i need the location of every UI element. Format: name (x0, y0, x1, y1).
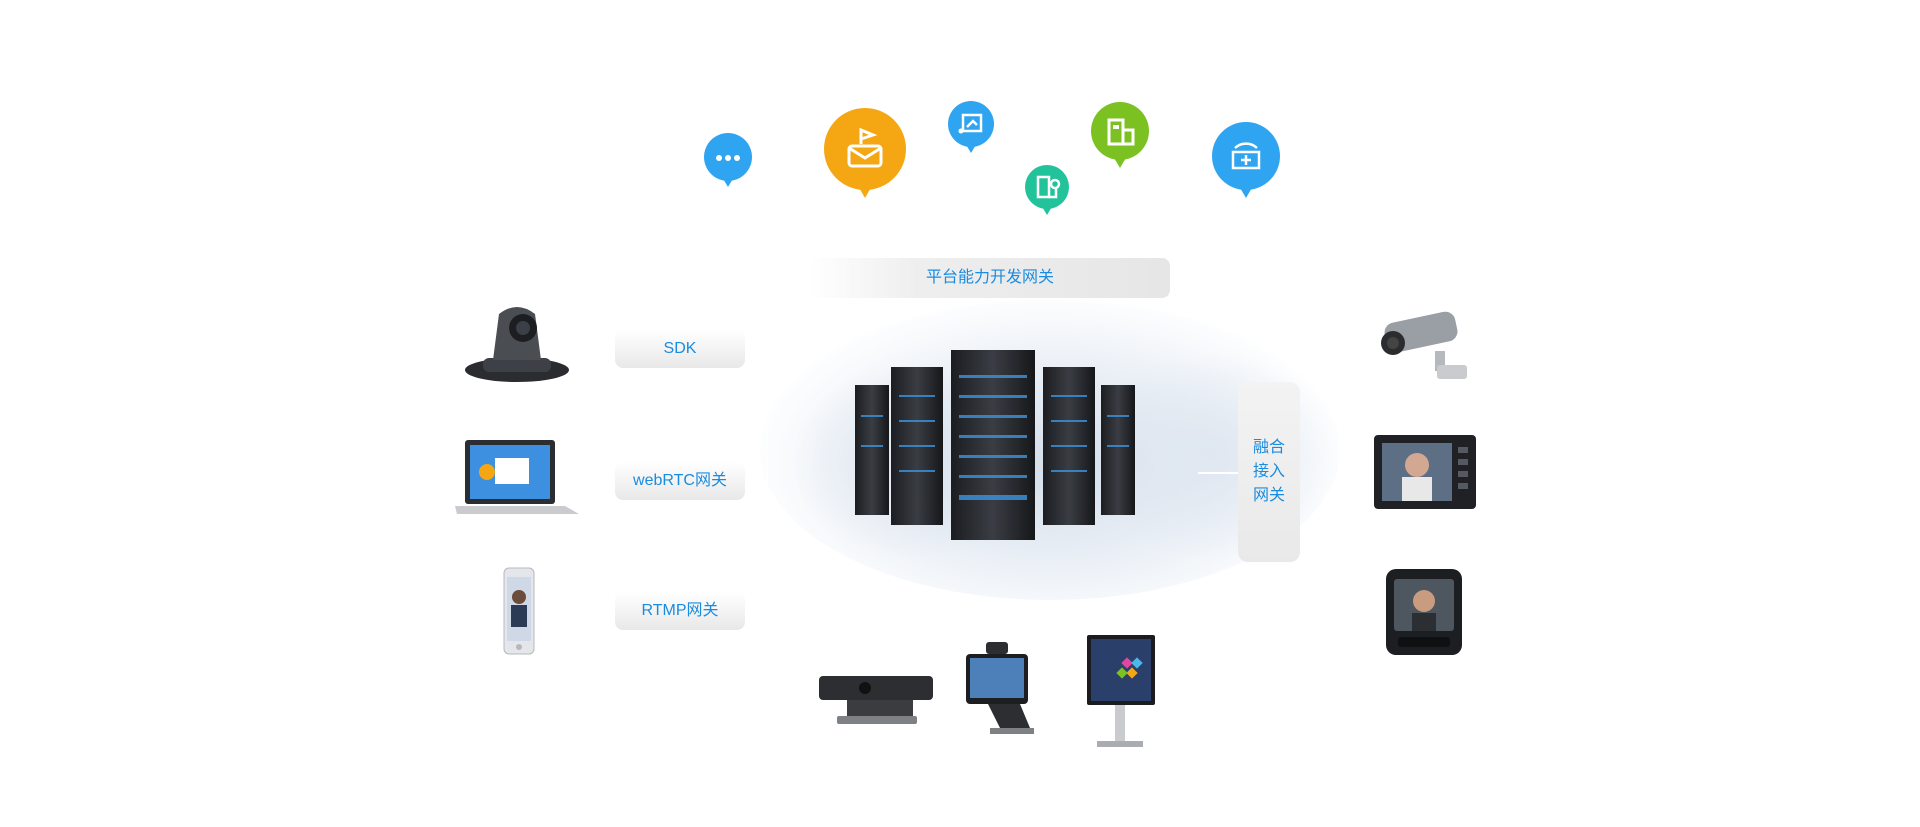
rtmp-gateway-label: RTMP网关 (615, 592, 745, 630)
interactive-display-icon (1085, 633, 1157, 758)
fusion-gateway-line-2: 接入 (1252, 463, 1285, 480)
desktop-terminal-icon (960, 640, 1038, 745)
right-connector-line (1198, 472, 1238, 474)
fusion-access-gateway: 融合 接入 网关 (1238, 382, 1300, 562)
building-icon (1024, 165, 1070, 217)
security-camera-icon (1375, 307, 1475, 387)
face-recognition-terminal-icon (1384, 567, 1464, 662)
mail-flag-icon (823, 108, 907, 200)
left-connector-line (766, 410, 768, 550)
fusion-gateway-line-3: 网关 (1252, 487, 1285, 504)
folder-building-icon (1090, 102, 1150, 170)
ptz-camera-icon (463, 300, 571, 391)
chat-dots-icon (703, 133, 753, 189)
sdk-gateway-label: SDK (615, 330, 745, 368)
intercom-panel-icon (1372, 433, 1478, 518)
laptop-icon (455, 438, 579, 523)
video-bar-icon (817, 672, 937, 737)
server-cluster-icon (855, 345, 1135, 550)
fusion-gateway-line-1: 融合 (1252, 439, 1285, 456)
smartphone-icon (503, 567, 535, 660)
screen-add-icon (1211, 122, 1281, 200)
whiteboard-icon (947, 101, 995, 155)
webrtc-gateway-label: webRTC网关 (615, 462, 745, 500)
platform-dev-gateway-label: 平台能力开发网关 (810, 258, 1170, 298)
